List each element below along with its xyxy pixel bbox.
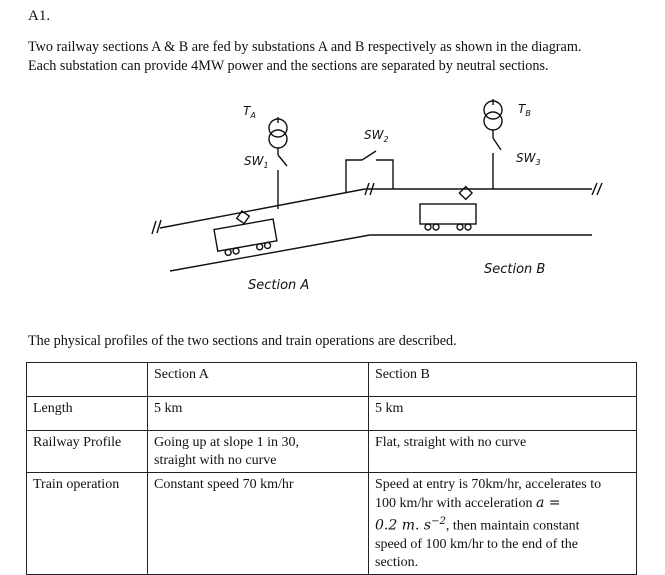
intro-line-2: Each substation can provide 4MW power an… [28, 58, 549, 74]
row-label: Railway Profile [26, 430, 148, 473]
profile-table: Section A Section B Length 5 km 5 km Rai… [26, 362, 637, 575]
table-row: Train operation Constant speed 70 km/hr … [26, 472, 637, 575]
transformer-b-label: TB [518, 102, 531, 118]
section-a-rail [169, 234, 371, 272]
section-a-catenary [159, 188, 366, 229]
section-b-cell: Speed at entry is 70km/hr, accelerates t… [368, 472, 637, 575]
train-a-icon [213, 210, 278, 257]
transformer-a-icon [268, 118, 288, 138]
row-label: Train operation [26, 472, 148, 575]
switch-2-label: SW2 [364, 128, 389, 144]
transformer-a-label: TA [243, 104, 256, 120]
section-b-cell: 5 km [368, 396, 637, 431]
railway-diagram: TA TB SW1 SW2 SW3 Section A Section B [151, 99, 603, 293]
switch-2-blade [361, 150, 377, 161]
table-header-cell: Section B [368, 362, 637, 397]
table-row: Length 5 km 5 km [26, 396, 637, 431]
switch-3-label: SW3 [516, 151, 541, 167]
switch-1-label: SW1 [244, 154, 269, 170]
train-b-icon [419, 185, 477, 231]
section-b-cell: Flat, straight with no curve [368, 430, 637, 473]
section-a-cell: Constant speed 70 km/hr [147, 472, 369, 575]
question-label: A1. [28, 8, 51, 24]
section-a-label: Section A [248, 278, 309, 293]
section-a-cell: Going up at slope 1 in 30, straight with… [147, 430, 369, 473]
profile-note: The physical profiles of the two section… [28, 333, 457, 349]
section-b-label: Section B [484, 262, 545, 277]
switch-1-blade [277, 154, 288, 167]
section-a-cell: 5 km [147, 396, 369, 431]
table-header-cell: Section A [147, 362, 369, 397]
row-label: Length [26, 396, 148, 431]
table-header-row: Section A Section B [26, 362, 637, 397]
intro-line-1: Two railway sections A & B are fed by su… [28, 39, 582, 55]
transformer-b-icon [483, 100, 503, 120]
intro-paragraph: Two railway sections A & B are fed by su… [28, 38, 648, 76]
switch-2-bypass [345, 159, 362, 192]
table-row: Railway Profile Going up at slope 1 in 3… [26, 430, 637, 473]
switch-3-blade [492, 137, 502, 151]
table-header-cell [26, 362, 148, 397]
